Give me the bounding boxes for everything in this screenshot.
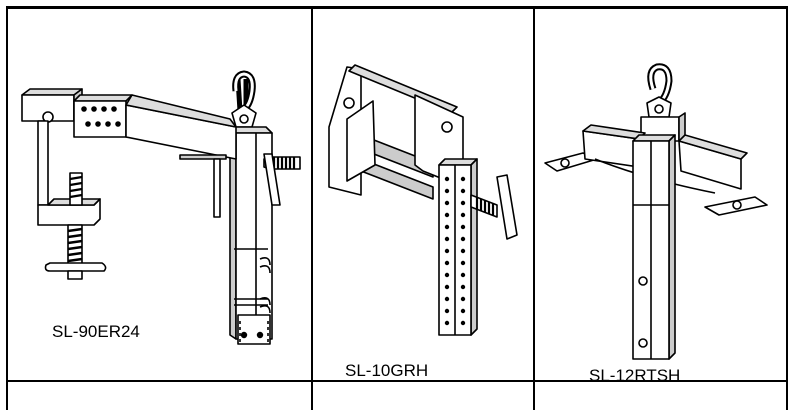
table-left-border [6, 6, 8, 410]
column-divider [533, 6, 535, 410]
bracket-lifting-fixture-icon [328, 64, 518, 336]
column-divider [311, 6, 313, 410]
table-bottom-border [6, 380, 787, 382]
product-cell-3: SL-12RTSH [535, 9, 786, 380]
table-right-border [786, 6, 788, 410]
product-cell-1: SL-90ER24 [8, 9, 311, 380]
product-model-label: SL-10GRH [345, 361, 429, 380]
saddle-lifting-fixture-icon [544, 63, 768, 360]
product-model-label: SL-12RTSH [589, 366, 681, 380]
product-model-label: SL-90ER24 [52, 322, 140, 341]
beam-clamp-lifting-fixture-icon [21, 70, 301, 345]
table-top-border [6, 6, 787, 9]
product-cell-2: SL-10GRH [313, 9, 533, 380]
